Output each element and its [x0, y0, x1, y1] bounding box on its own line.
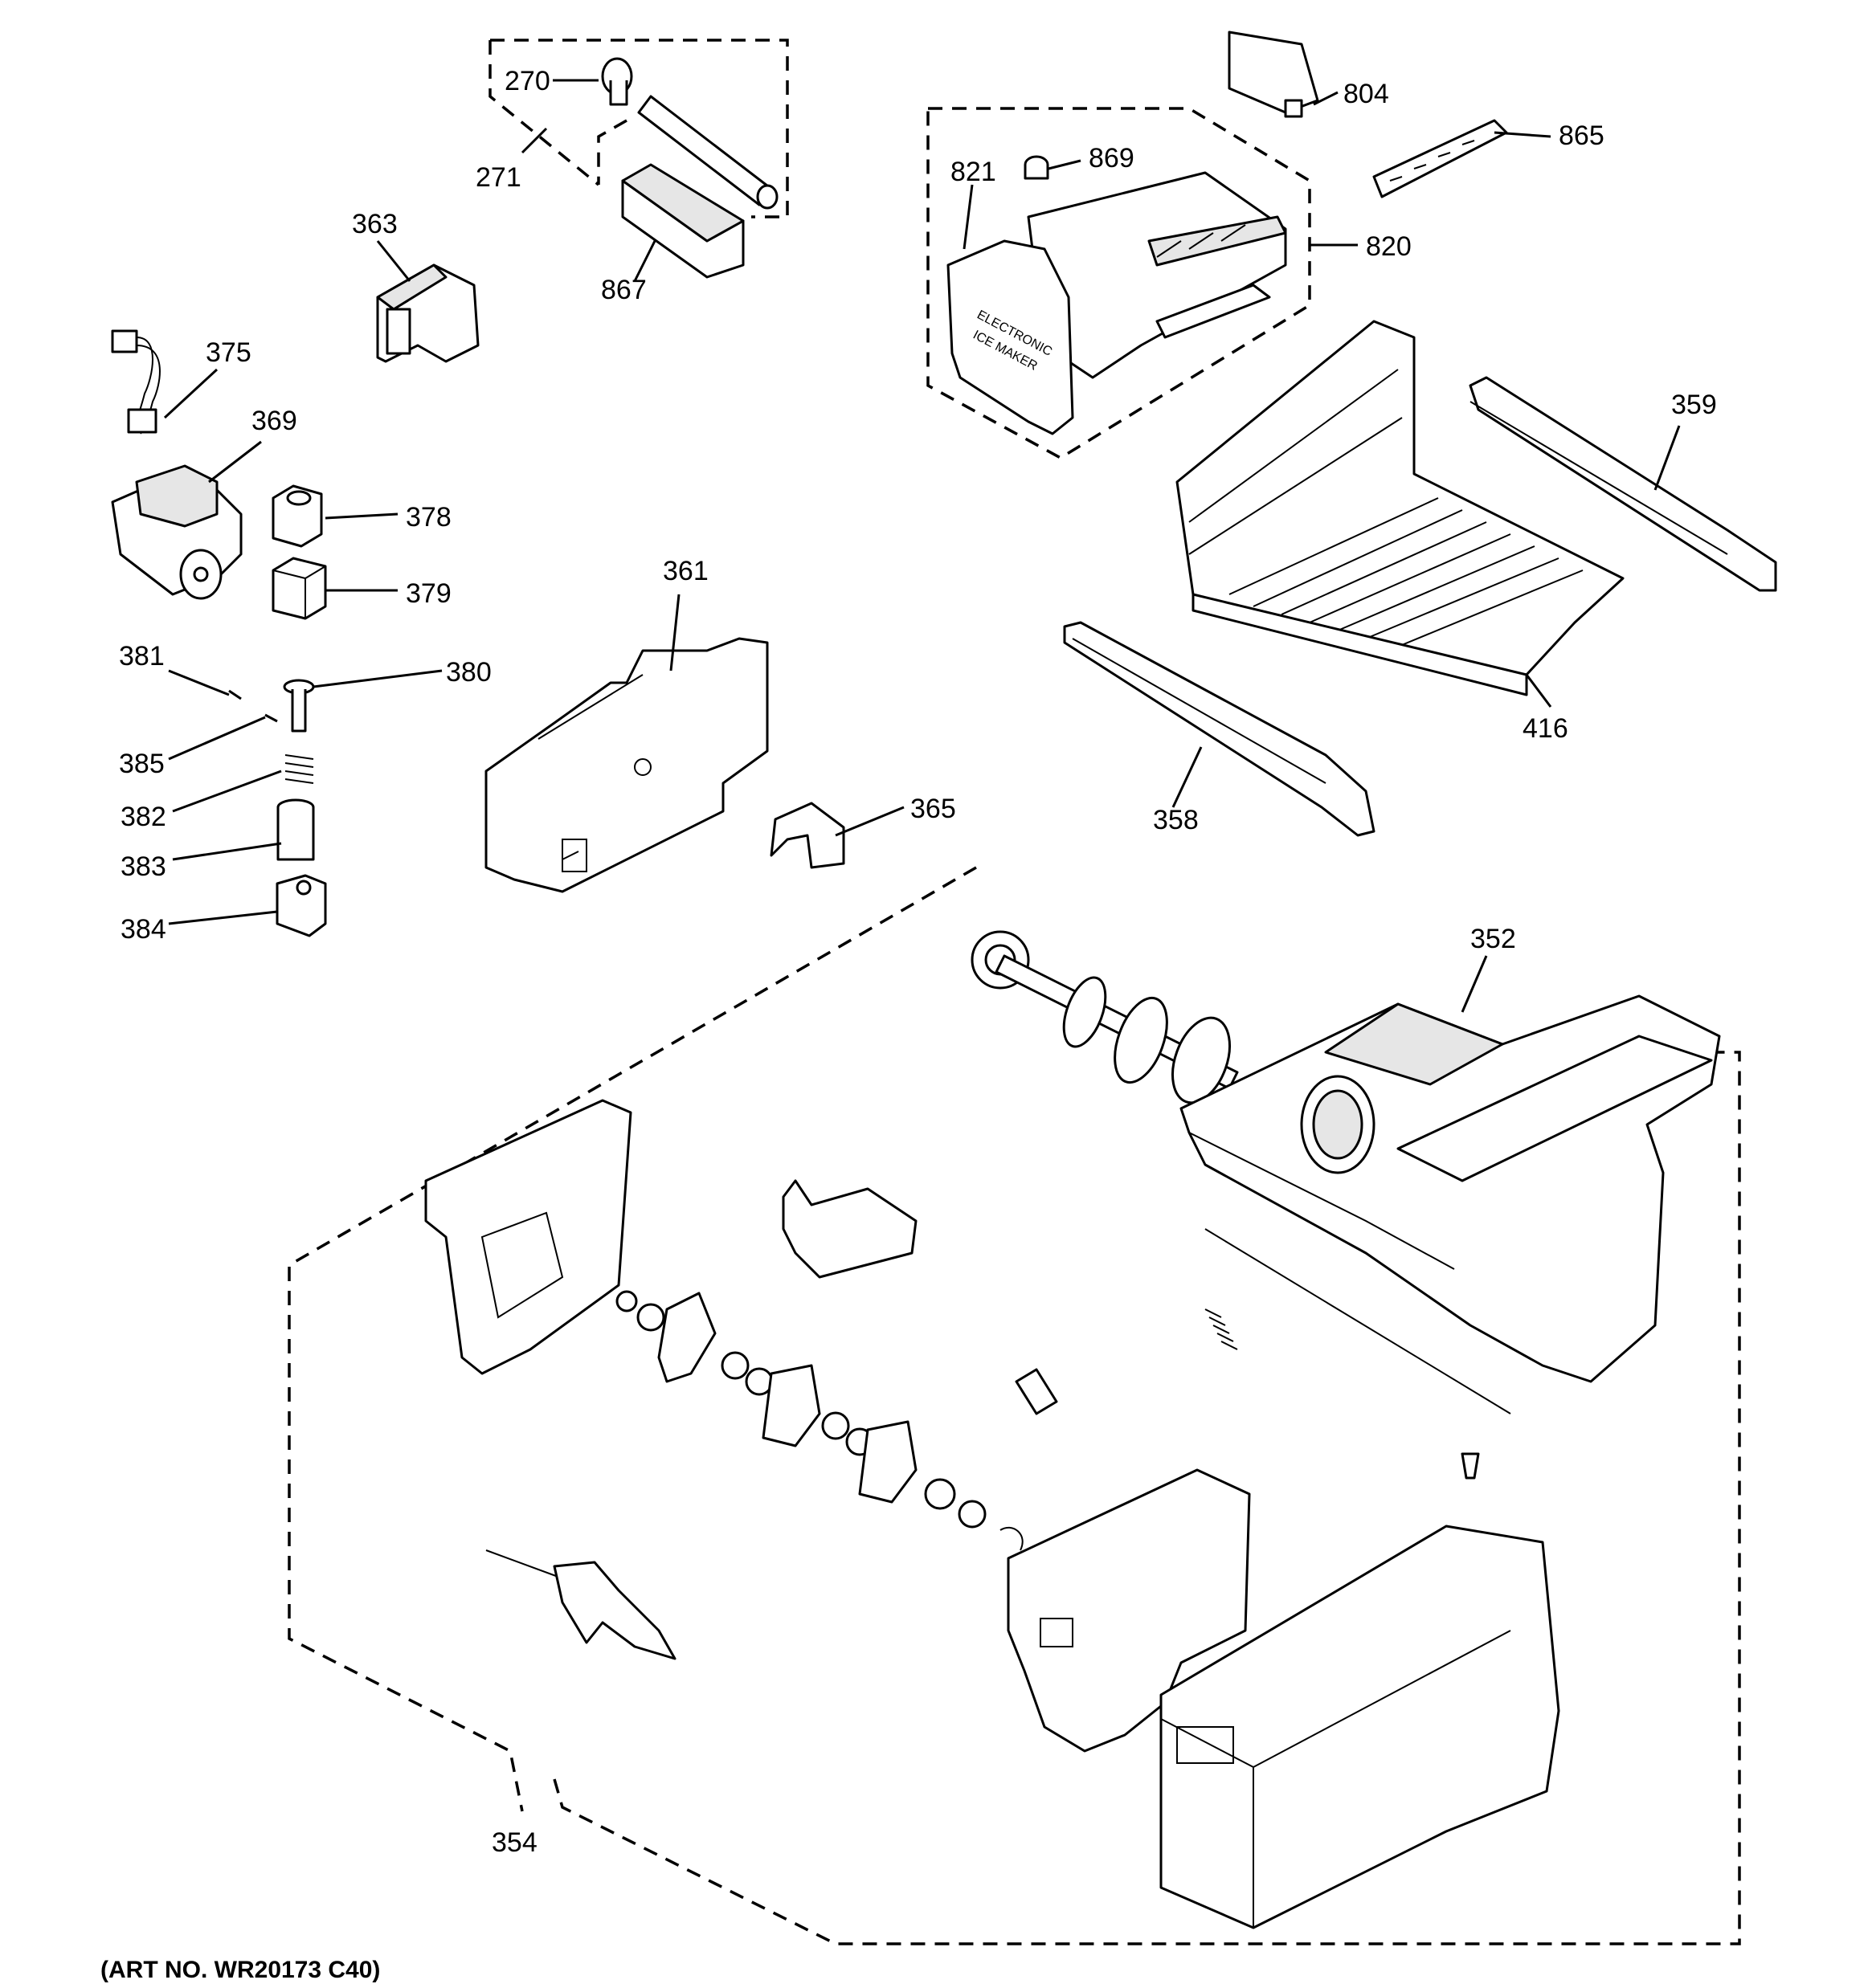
- part-354-front-cover: [1159, 1525, 1560, 1929]
- callout-821: 821: [950, 157, 996, 187]
- part-821-front-cover: ELECTRONIC ICE MAKER: [946, 239, 1074, 435]
- callout-380: 380: [446, 657, 492, 688]
- callout-365: 365: [910, 794, 956, 824]
- callout-416: 416: [1523, 713, 1568, 744]
- group-271-outline: [488, 39, 789, 218]
- part-804-flap: [1228, 31, 1319, 118]
- callout-358: 358: [1153, 805, 1199, 835]
- callout-359: 359: [1671, 390, 1717, 420]
- part-820-ice-maker: [1027, 171, 1287, 379]
- callout-361: 361: [663, 556, 709, 586]
- part-359-rail: [1469, 376, 1777, 592]
- callout-375: 375: [206, 337, 251, 368]
- part-auger: [971, 930, 1239, 1104]
- callout-385: 385: [119, 749, 165, 779]
- callout-869: 869: [1089, 143, 1134, 173]
- part-869-thermostat: [1024, 155, 1049, 180]
- part-354-actuator: [485, 1549, 676, 1660]
- part-380-plunger: [283, 679, 315, 733]
- group-354-outline: [288, 866, 1741, 1945]
- part-363-switch: [376, 263, 480, 363]
- part-867-tray: [621, 163, 745, 279]
- part-384-bracket: [276, 874, 327, 937]
- part-358-rail: [1063, 621, 1375, 837]
- part-416-tray: [1175, 320, 1625, 696]
- part-270-fitting: [601, 57, 779, 210]
- callout-867: 867: [601, 275, 647, 305]
- callout-369: 369: [251, 406, 297, 436]
- callout-384: 384: [121, 914, 166, 945]
- callout-382: 382: [121, 802, 166, 832]
- part-375-harness: [111, 329, 161, 435]
- part-354-chute-housing: [1007, 1468, 1251, 1753]
- part-385-pin: [264, 713, 278, 723]
- part-361-housing: [484, 637, 769, 893]
- callout-383: 383: [121, 851, 166, 882]
- part-382-spring: [284, 754, 314, 784]
- art-number: (ART NO. WR20173 C40): [100, 1957, 380, 1983]
- callout-820: 820: [1366, 231, 1412, 262]
- callout-270: 270: [505, 66, 550, 96]
- group-820-outline: [926, 107, 1311, 460]
- callout-271: 271: [476, 162, 521, 193]
- callout-381: 381: [119, 641, 165, 672]
- callout-352: 352: [1470, 924, 1516, 954]
- callout-labels: 270 271 867 363 375 369 378 379 381 380 …: [119, 66, 1717, 1858]
- part-379-block: [272, 557, 327, 620]
- callout-363: 363: [352, 209, 398, 239]
- part-378-coil: [272, 484, 323, 548]
- callout-379: 379: [406, 578, 452, 609]
- part-381-pin: [228, 689, 242, 700]
- part-354-lever-bracket: [782, 1179, 918, 1279]
- part-354-cutters: [615, 1290, 1024, 1551]
- part-354-bushing: [1015, 1368, 1058, 1415]
- part-383-sleeve: [276, 798, 315, 861]
- callout-378: 378: [406, 502, 452, 533]
- part-365-clip: [770, 802, 845, 869]
- part-354-end-plate: [424, 1099, 632, 1375]
- callout-804: 804: [1343, 79, 1389, 109]
- part-354-spring: [1204, 1308, 1238, 1350]
- part-369-solenoid: [111, 464, 243, 600]
- leader-lines: [163, 79, 1681, 1013]
- part-352-ice-bucket: [1179, 994, 1721, 1414]
- part-865-heater-bar: [1372, 119, 1508, 198]
- callout-865: 865: [1559, 120, 1604, 151]
- part-354-screw: [1461, 1452, 1480, 1480]
- callout-354: 354: [492, 1827, 538, 1858]
